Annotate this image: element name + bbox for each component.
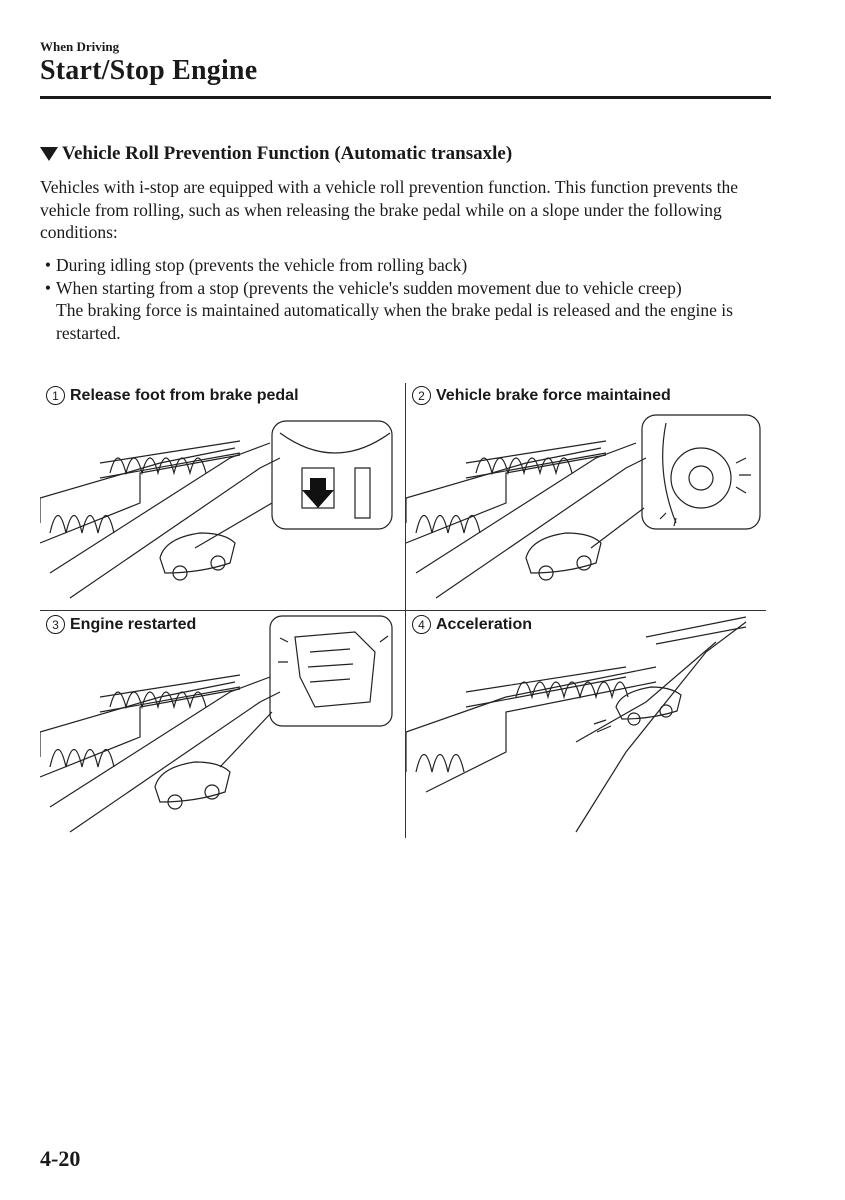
panel-divider-horizontal xyxy=(40,610,766,611)
bullet-text: When starting from a stop (prevents the … xyxy=(56,277,682,298)
title-rule xyxy=(40,96,771,99)
panel-4-illustration xyxy=(406,616,747,833)
step-number-badge: 4 xyxy=(412,615,431,634)
list-item: • During idling stop (prevents the vehic… xyxy=(40,254,780,277)
bullet-text: During idling stop (prevents the vehicle… xyxy=(56,255,468,275)
figure-panel-release-brake: 1 Release foot from brake pedal xyxy=(40,383,402,608)
panel-caption: 1 Release foot from brake pedal xyxy=(46,386,299,405)
step-number-badge: 1 xyxy=(46,386,65,405)
panel-caption-text: Acceleration xyxy=(436,615,533,633)
panel-caption: 3 Engine restarted xyxy=(46,615,196,634)
page-title: Start/Stop Engine xyxy=(40,55,258,86)
body-paragraph: Vehicles with i-stop are equipped with a… xyxy=(40,177,739,242)
panel-2-illustration xyxy=(406,414,761,599)
bullet-icon: • xyxy=(44,255,52,275)
step-number-badge: 2 xyxy=(412,386,431,405)
figure-panel-engine-restart: 3 Engine restarted xyxy=(40,612,402,837)
bullet-list: • During idling stop (prevents the vehic… xyxy=(40,254,780,344)
page-number: 4-20 xyxy=(40,1146,81,1171)
panel-caption-text: Release foot from brake pedal xyxy=(70,386,299,404)
panel-1-illustration xyxy=(40,420,393,599)
list-item: • When starting from a stop (prevents th… xyxy=(40,277,780,300)
bullet-icon: • xyxy=(44,277,52,298)
figure-panel-brake-force: 2 Vehicle brake force maintained xyxy=(406,383,768,608)
panel-caption-text: Engine restarted xyxy=(70,615,197,633)
panel-caption-text: Vehicle brake force maintained xyxy=(436,386,671,404)
panel-caption: 4 Acceleration xyxy=(412,615,532,634)
bullet-continuation: The braking force is maintained automati… xyxy=(56,300,733,343)
subheading-text: Vehicle Roll Prevention Function (Automa… xyxy=(62,143,513,164)
subheading: Vehicle Roll Prevention Function (Automa… xyxy=(40,143,512,165)
panel-3-illustration xyxy=(40,615,393,833)
figure-panel-acceleration: 4 Acceleration xyxy=(406,612,768,837)
panel-caption: 2 Vehicle brake force maintained xyxy=(412,386,671,405)
triangle-marker-icon xyxy=(40,147,58,161)
illustration-figure: 1 Release foot from brake pedal xyxy=(40,383,766,838)
section-label: When Driving xyxy=(40,39,120,54)
step-number-badge: 3 xyxy=(46,615,65,634)
